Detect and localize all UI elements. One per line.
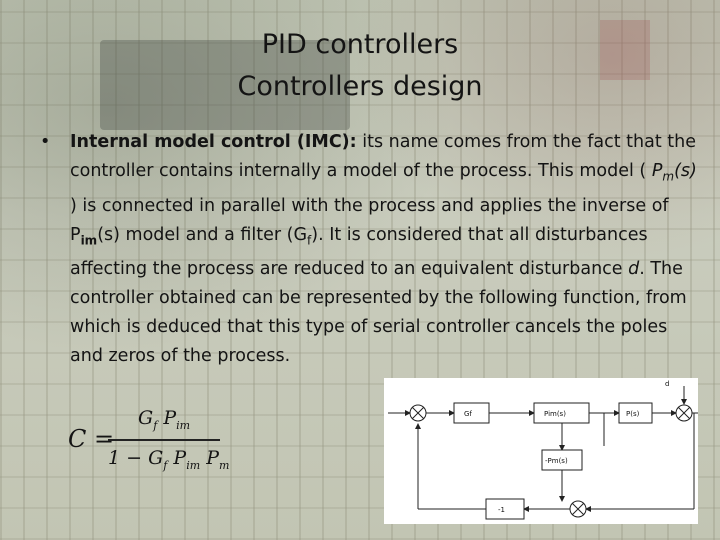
text-part-4: ). It is considered that all disturbance… — [70, 224, 648, 280]
title-line-1: PID controllers — [261, 29, 459, 60]
pm-symbol: P — [651, 161, 663, 181]
pm-arg: (s) — [674, 161, 697, 181]
d-label: d — [665, 380, 669, 388]
bullet-marker: • — [40, 132, 51, 152]
text-part-2: ) is connected in parallel with the proc… — [70, 195, 669, 245]
pim-subscript: im — [80, 233, 98, 247]
gf-block-label: Gf — [464, 410, 472, 418]
gf-subscript: f — [307, 233, 312, 247]
bullet-paragraph: • Internal model control (IMC): its name… — [40, 128, 700, 371]
text-part-1: its name comes from the fact that the co… — [70, 132, 696, 181]
formula-lhs: C = — [68, 425, 115, 453]
pm-subscript: m — [662, 169, 675, 184]
ps-block-label: P(s) — [626, 410, 640, 418]
pim-block-label: Pim(s) — [544, 410, 566, 418]
formula-numerator: Gf Pim — [138, 407, 191, 432]
formula-denominator: 1 − Gf Pim Pm — [108, 447, 230, 472]
slide-title: PID controllers Controllers design — [0, 24, 720, 108]
fraction-bar — [108, 439, 220, 441]
background-connector — [600, 20, 650, 80]
text-part-3: (s) model and a filter (G — [97, 224, 308, 245]
text-part-5: . The controller obtained can be represe… — [70, 259, 687, 366]
imc-formula: C = Gf Pim 1 − Gf Pim Pm — [68, 405, 230, 475]
imc-term: Internal model control (IMC): — [70, 132, 357, 152]
title-line-2: Controllers design — [237, 71, 483, 102]
imc-block-diagram: d Gf Pim(s) P(s) -Pm(s) -1 — [384, 378, 698, 524]
bullet-text: Internal model control (IMC): its name c… — [70, 128, 700, 371]
neg-pm-block-label: -Pm(s) — [545, 457, 568, 465]
background-chip — [100, 40, 350, 130]
disturbance-symbol: d — [628, 259, 640, 279]
neg-one-block-label: -1 — [498, 506, 505, 514]
